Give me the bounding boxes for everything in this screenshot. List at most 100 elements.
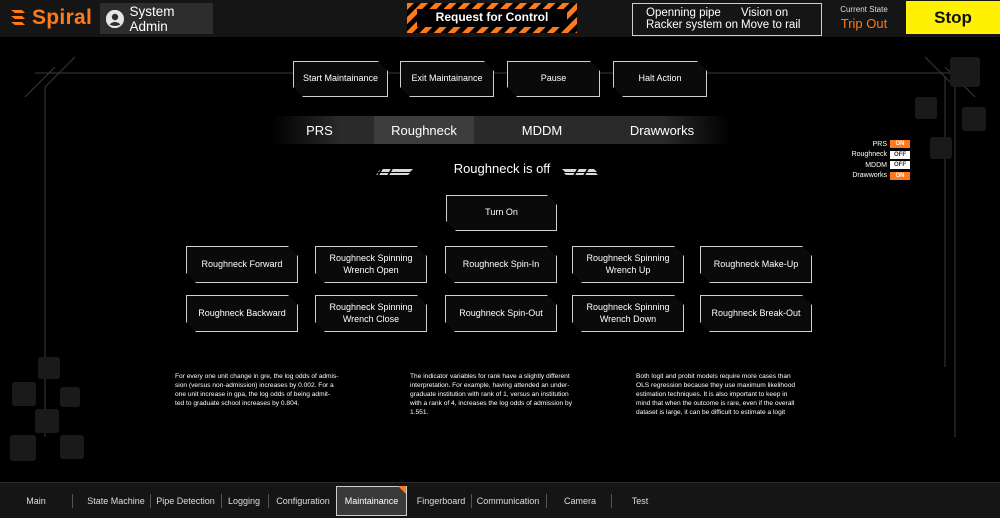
- request-control-label: Request for Control: [435, 10, 549, 24]
- halt-action-button[interactable]: Halt Action: [613, 61, 707, 97]
- spinning-wrench-up-line2: Wrench Up: [605, 264, 651, 275]
- nav-pipe-detection[interactable]: Pipe Detection: [156, 496, 215, 506]
- halt-action-label: Halt Action: [638, 73, 682, 84]
- nav-fingerboard[interactable]: Fingerboard: [416, 496, 466, 506]
- toggle-row-prs: PRS ON: [838, 139, 910, 149]
- roughneck-backward-label: Roughneck Backward: [198, 307, 286, 318]
- toggle-row-roughneck: Roughneck OFF: [838, 150, 910, 160]
- status-line-2-right: Move to rail: [741, 19, 801, 31]
- toggle-mddm[interactable]: OFF: [890, 161, 910, 169]
- tab-mddm[interactable]: MDDM: [521, 122, 563, 138]
- pause-button[interactable]: Pause: [507, 61, 600, 97]
- nav-communication[interactable]: Communication: [476, 496, 540, 506]
- toggle-label: MDDM: [865, 161, 887, 169]
- info-text-3: Both logit and probit models require mor…: [636, 373, 796, 416]
- user-avatar-icon: [106, 9, 124, 28]
- current-state: Current State Trip Out: [836, 5, 892, 31]
- subsystem-toggles: PRS ON Roughneck OFF MDDM OFF Drawworks …: [838, 139, 910, 181]
- roughneck-spin-in-label: Roughneck Spin-In: [462, 258, 540, 269]
- spinning-wrench-down-line1: Roughneck Spinning: [586, 302, 670, 313]
- nav-divider: [611, 494, 612, 508]
- toggle-label: Roughneck: [851, 151, 887, 158]
- toggle-row-drawworks: Drawworks ON: [838, 171, 910, 181]
- subsystem-tabs: PRS Roughneck MDDM Drawworks: [272, 116, 730, 144]
- pause-label: Pause: [540, 73, 567, 84]
- toggle-label: Drawworks: [852, 172, 887, 179]
- spinning-wrench-close-line2: Wrench Close: [342, 313, 400, 324]
- request-control-button[interactable]: Request for Control: [407, 3, 577, 33]
- turn-on-button[interactable]: Turn On: [446, 195, 557, 231]
- nav-divider: [150, 494, 151, 508]
- bottom-nav: Main State Machine Pipe Detection Loggin…: [0, 482, 1000, 518]
- exit-maintenance-label: Exit Maintainance: [411, 73, 483, 84]
- nav-divider: [72, 494, 73, 508]
- roughneck-status: Roughneck is off: [372, 160, 632, 178]
- nav-state-machine[interactable]: State Machine: [87, 496, 145, 506]
- roughneck-forward-button[interactable]: Roughneck Forward: [186, 246, 298, 283]
- spinning-wrench-up-line1: Roughneck Spinning: [586, 253, 670, 264]
- roughneck-status-label: Roughneck is off: [453, 161, 551, 176]
- brand-logo: Spiral: [8, 4, 92, 32]
- nav-test[interactable]: Test: [631, 496, 649, 506]
- start-maintenance-button[interactable]: Start Maintainance: [293, 61, 388, 97]
- nav-camera[interactable]: Camera: [563, 496, 596, 506]
- status-line-1-left: Openning pipe: [646, 7, 721, 19]
- current-state-label: Current State: [840, 5, 888, 14]
- roughneck-spin-out-label: Roughneck Spin-Out: [459, 307, 543, 318]
- toggle-drawworks[interactable]: ON: [890, 171, 910, 180]
- toggle-label: PRS: [872, 140, 887, 148]
- roughneck-spin-out-button[interactable]: Roughneck Spin-Out: [445, 295, 557, 332]
- top-bar: Spiral System Admin Request for Control: [0, 0, 1000, 37]
- tab-roughneck[interactable]: Roughneck: [374, 116, 474, 144]
- info-text-1: For every one unit change in gre, the lo…: [175, 373, 339, 407]
- status-line-1-right: Vision on: [741, 7, 789, 19]
- roughneck-break-out-label: Roughneck Break-Out: [711, 307, 801, 318]
- info-text-2: The indicator variables for rank have a …: [410, 373, 573, 416]
- roughneck-break-out-button[interactable]: Roughneck Break-Out: [700, 295, 812, 332]
- status-stripes-icon: [376, 168, 598, 176]
- tab-drawworks[interactable]: Drawworks: [629, 122, 695, 138]
- roughneck-make-up-button[interactable]: Roughneck Make-Up: [700, 246, 812, 283]
- spinning-wrench-open-line2: Wrench Open: [343, 264, 399, 275]
- toggle-row-mddm: MDDM OFF: [838, 160, 910, 170]
- spiral-logo-icon: [11, 10, 25, 25]
- nav-maintainance[interactable]: Maintainance: [336, 486, 407, 516]
- nav-configuration[interactable]: Configuration: [276, 496, 330, 506]
- brand-name: Spiral: [32, 6, 93, 29]
- spinning-wrench-close-line1: Roughneck Spinning: [329, 302, 413, 313]
- roughneck-spin-in-button[interactable]: Roughneck Spin-In: [445, 246, 557, 283]
- roughneck-backward-button[interactable]: Roughneck Backward: [186, 295, 298, 332]
- system-status-panel: Openning pipe Racker system on Vision on…: [632, 3, 822, 36]
- toggle-prs[interactable]: ON: [890, 140, 910, 148]
- tab-prs[interactable]: PRS: [306, 122, 333, 138]
- nav-divider: [221, 494, 222, 508]
- stop-button[interactable]: Stop: [906, 1, 1000, 34]
- user-name: System Admin: [129, 3, 175, 34]
- spinning-wrench-open-line1: Roughneck Spinning: [329, 253, 413, 264]
- hazard-stripes-icon: [407, 3, 577, 33]
- status-line-2-left: Racker system on: [646, 19, 739, 31]
- nav-divider: [268, 494, 269, 508]
- user-menu[interactable]: System Admin: [100, 3, 213, 34]
- turn-on-label: Turn On: [485, 207, 518, 218]
- roughneck-forward-label: Roughneck Forward: [201, 258, 283, 269]
- roughneck-make-up-label: Roughneck Make-Up: [713, 258, 799, 269]
- start-maintenance-label: Start Maintainance: [302, 73, 379, 84]
- active-corner-icon: [398, 486, 406, 494]
- exit-maintenance-button[interactable]: Exit Maintainance: [400, 61, 494, 97]
- toggle-roughneck[interactable]: OFF: [890, 150, 910, 159]
- nav-divider: [546, 494, 547, 508]
- nav-divider: [471, 494, 472, 508]
- current-state-value: Trip Out: [840, 16, 888, 31]
- spinning-wrench-down-line2: Wrench Down: [599, 313, 657, 324]
- nav-main[interactable]: Main: [26, 496, 46, 506]
- nav-logging[interactable]: Logging: [227, 496, 261, 506]
